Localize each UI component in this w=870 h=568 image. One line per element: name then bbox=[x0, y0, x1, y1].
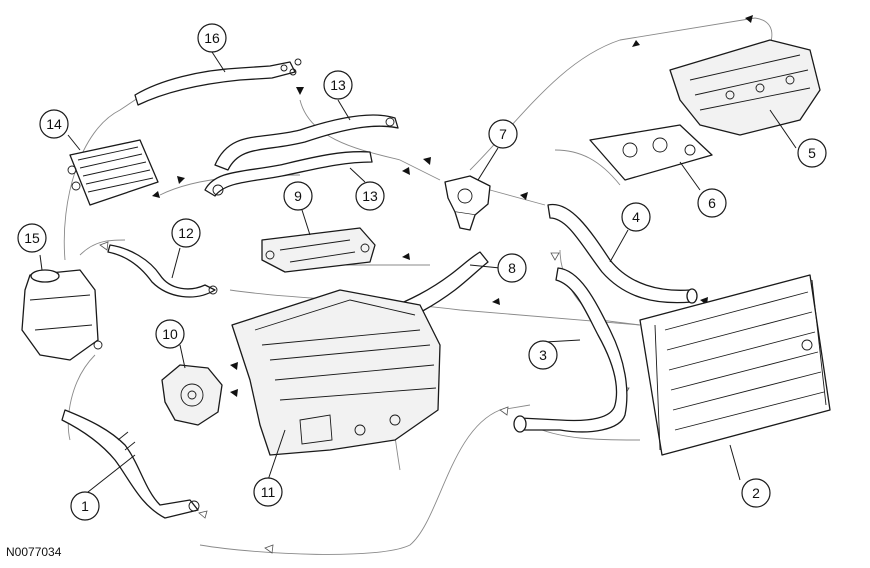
callout-1: 1 bbox=[70, 491, 100, 521]
flow-arrow bbox=[152, 191, 160, 198]
return-flow-arrow bbox=[99, 241, 109, 251]
heater-core-14 bbox=[67, 139, 159, 206]
flow-arrow bbox=[296, 87, 304, 95]
callout-5: 5 bbox=[797, 138, 827, 168]
heater-tube-16 bbox=[134, 58, 302, 106]
flow-arrow bbox=[745, 15, 753, 23]
callout-8: 8 bbox=[497, 253, 527, 283]
callout-number: 13 bbox=[362, 188, 378, 204]
water-crossover-9 bbox=[261, 227, 376, 273]
callout-ring bbox=[741, 478, 771, 508]
return-flow-arrow bbox=[198, 510, 208, 519]
flow-arrow bbox=[230, 362, 238, 370]
callout-11: 11 bbox=[253, 477, 283, 507]
callout-7: 7 bbox=[488, 119, 518, 149]
callout-ring bbox=[621, 202, 651, 232]
callout-14: 14 bbox=[39, 109, 69, 139]
lower-radiator-hose-3 bbox=[513, 267, 628, 433]
leader-lines bbox=[39, 51, 797, 493]
callout-ring bbox=[197, 23, 227, 53]
callout-ring bbox=[155, 319, 185, 349]
callout-ring bbox=[488, 119, 518, 149]
head-gasket-6 bbox=[589, 124, 713, 181]
radiator-2 bbox=[639, 274, 831, 456]
return-flow-arrow bbox=[499, 406, 509, 416]
callout-number: 10 bbox=[162, 326, 178, 342]
callout-number: 8 bbox=[508, 260, 516, 276]
callout-ring bbox=[497, 253, 527, 283]
flow-arrow bbox=[492, 298, 500, 305]
callout-ring bbox=[17, 223, 47, 253]
flow-arrow bbox=[632, 40, 640, 47]
callout-ring bbox=[70, 491, 100, 521]
callout-number: 3 bbox=[539, 347, 547, 363]
thermostat-housing-7 bbox=[444, 175, 491, 231]
callout-number: 16 bbox=[204, 30, 220, 46]
callout-12: 12 bbox=[171, 218, 201, 248]
bypass-tube-12 bbox=[107, 244, 218, 298]
callout-4: 4 bbox=[621, 202, 651, 232]
callout-16: 16 bbox=[197, 23, 227, 53]
flow-arrow bbox=[520, 192, 528, 200]
callout-ring bbox=[355, 181, 385, 211]
callout-9: 9 bbox=[283, 181, 313, 211]
flow-arrow bbox=[423, 157, 431, 165]
callout-6: 6 bbox=[697, 188, 727, 218]
callout-number: 12 bbox=[178, 225, 194, 241]
coolant-inlet-hose-1 bbox=[61, 409, 200, 519]
callout-number: 7 bbox=[499, 126, 507, 142]
callout-2: 2 bbox=[741, 478, 771, 508]
callout-13-lower: 13 bbox=[355, 181, 385, 211]
callout-number: 9 bbox=[294, 188, 302, 204]
callout-ring bbox=[797, 138, 827, 168]
callout-number: 4 bbox=[632, 209, 640, 225]
callout-ring bbox=[283, 181, 313, 211]
figure-id: N0077034 bbox=[6, 545, 62, 559]
flow-arrow bbox=[177, 176, 185, 184]
callout-number: 6 bbox=[708, 195, 716, 211]
callout-number: 14 bbox=[46, 116, 62, 132]
callout-ring bbox=[39, 109, 69, 139]
flow-arrow bbox=[230, 389, 238, 397]
callout-ring bbox=[253, 477, 283, 507]
return-flow-arrow bbox=[550, 252, 560, 261]
heater-hoses-13 bbox=[204, 114, 399, 197]
callout-ring bbox=[528, 340, 558, 370]
flow-arrow bbox=[402, 253, 410, 260]
upper-radiator-hose-4 bbox=[547, 203, 698, 304]
callout-number: 5 bbox=[808, 145, 816, 161]
callout-10: 10 bbox=[155, 319, 185, 349]
cylinder-head-5 bbox=[669, 39, 821, 136]
callout-13-upper: 13 bbox=[323, 70, 353, 100]
callout-3: 3 bbox=[528, 340, 558, 370]
callout-ring bbox=[171, 218, 201, 248]
flow-arrow bbox=[402, 167, 410, 175]
callout-ring bbox=[323, 70, 353, 100]
water-pump-10 bbox=[161, 364, 223, 426]
engine-block-11 bbox=[231, 289, 441, 456]
degas-bottle-15 bbox=[21, 269, 103, 361]
callout-number: 11 bbox=[261, 484, 276, 500]
callout-number: 15 bbox=[24, 230, 40, 246]
callout-15: 15 bbox=[17, 223, 47, 253]
callout-number: 2 bbox=[752, 485, 760, 501]
callout-number: 1 bbox=[81, 498, 89, 514]
return-flow-arrow bbox=[264, 544, 274, 554]
callout-number: 13 bbox=[330, 77, 346, 93]
callout-ring bbox=[697, 188, 727, 218]
